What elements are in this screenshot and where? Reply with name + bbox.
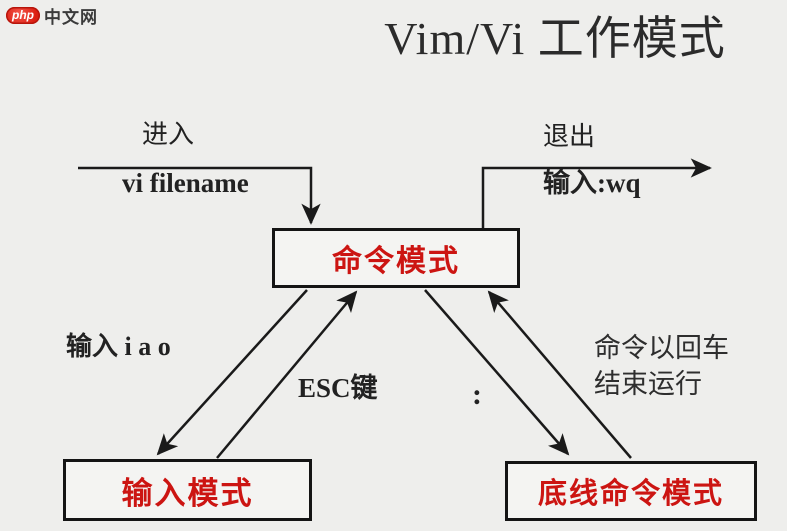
exit-command: 输入:wq (543, 168, 641, 198)
edge-label-esc-key: ESC键 (298, 373, 378, 403)
node-command-mode-label: 命令模式 (332, 245, 460, 278)
exit-label: 退出 (543, 122, 596, 151)
php-logo-icon: php (6, 7, 40, 24)
site-logo: php 中文网 (6, 3, 98, 28)
node-lastline-mode-label: 底线命令模式 (537, 478, 724, 510)
enter-command: vi filename (122, 168, 249, 198)
node-lastline-mode: 底线命令模式 (505, 461, 757, 521)
arrow-command-to-lastline (424, 289, 570, 456)
node-input-mode: 输入模式 (63, 459, 312, 521)
site-logo-text: 中文网 (44, 8, 98, 27)
node-input-mode-label: 输入模式 (121, 475, 254, 511)
edge-label-input-iao: 输入 i a o (66, 332, 171, 361)
edge-label-run-line2: 结束运行 (594, 369, 702, 399)
edge-label-colon: : (472, 378, 482, 411)
page-title: Vim/Vi 工作模式 (384, 13, 726, 64)
edge-label-run-on-enter: 命令以回车 结束运行 (594, 330, 729, 402)
enter-label: 进入 (142, 120, 195, 149)
arrow-command-to-input (156, 289, 308, 456)
edge-label-run-line1: 命令以回车 (594, 333, 729, 363)
node-command-mode: 命令模式 (272, 228, 520, 288)
